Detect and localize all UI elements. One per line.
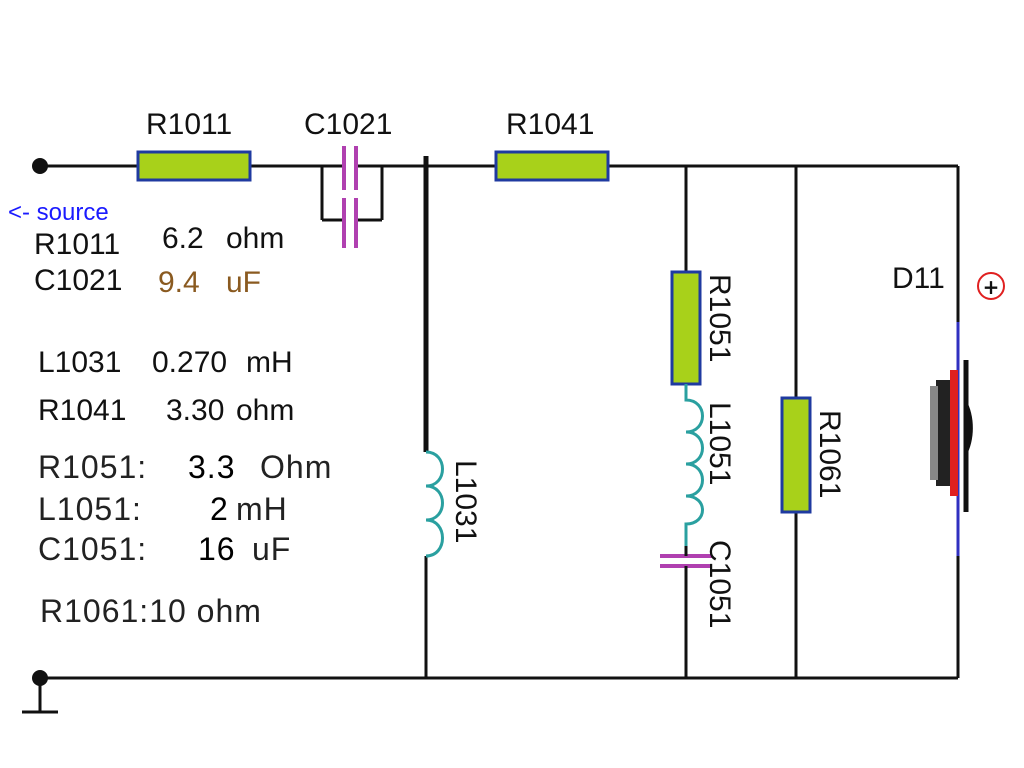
unit-c1021: uF <box>226 266 261 299</box>
value-name-r1051: R1051: <box>38 449 147 485</box>
polarity-plus-icon: + <box>977 272 1005 300</box>
c1051-capacitor[interactable] <box>660 546 712 576</box>
r1011-resistor[interactable] <box>136 150 252 182</box>
value-name-c1051: C1051: <box>38 531 147 567</box>
value-list: R1011 6.2 ohm C1021 9.4 uF L1031 0.270 m… <box>34 222 332 629</box>
r1041-label: R1041 <box>506 108 594 141</box>
r1041-resistor[interactable] <box>494 150 610 182</box>
r1051-resistor[interactable] <box>670 270 702 386</box>
r1061-resistor[interactable] <box>780 396 812 514</box>
input-terminal[interactable] <box>32 158 48 174</box>
ground-terminal[interactable] <box>32 670 48 686</box>
c1021-capacitor[interactable] <box>320 146 384 248</box>
svg-text:+: + <box>983 275 1000 299</box>
value-line-r1061: R1061:10 ohm <box>40 593 262 629</box>
value-l1051: 2 <box>210 491 229 527</box>
value-r1011: 6.2 <box>162 222 204 255</box>
value-name-c1021: C1021 <box>34 264 122 297</box>
r1011-label: R1011 <box>146 108 232 141</box>
l1031-inductor[interactable] <box>425 450 444 558</box>
unit-c1051: uF <box>252 531 291 567</box>
unit-l1051: mH <box>236 491 288 527</box>
c1021-label: C1021 <box>304 108 392 141</box>
d11-speaker[interactable] <box>930 360 973 512</box>
value-l1031: 0.270 <box>152 346 227 379</box>
d11-label: D11 <box>892 262 945 295</box>
value-r1051: 3.3 <box>188 449 235 485</box>
l1051-inductor[interactable] <box>684 384 704 546</box>
r1051-label: R1051 <box>703 274 736 362</box>
value-name-l1051: L1051: <box>38 491 142 527</box>
l1051-label: L1051 <box>703 402 736 485</box>
unit-r1011: ohm <box>226 222 284 255</box>
value-name-r1041: R1041 <box>38 394 126 427</box>
value-name-r1011: R1011 <box>34 228 120 261</box>
source-label: <- source <box>8 199 109 226</box>
value-c1051: 16 <box>198 531 236 567</box>
r1061-label: R1061 <box>813 410 846 498</box>
value-name-l1031: L1031 <box>38 346 121 379</box>
value-r1041: 3.30 <box>166 394 224 427</box>
unit-r1041: ohm <box>236 394 294 427</box>
unit-l1031: mH <box>246 346 293 379</box>
value-c1021: 9.4 <box>158 266 200 299</box>
unit-r1051: Ohm <box>260 449 332 485</box>
l1031-label: L1031 <box>449 460 482 543</box>
c1051-label: C1051 <box>703 540 736 628</box>
